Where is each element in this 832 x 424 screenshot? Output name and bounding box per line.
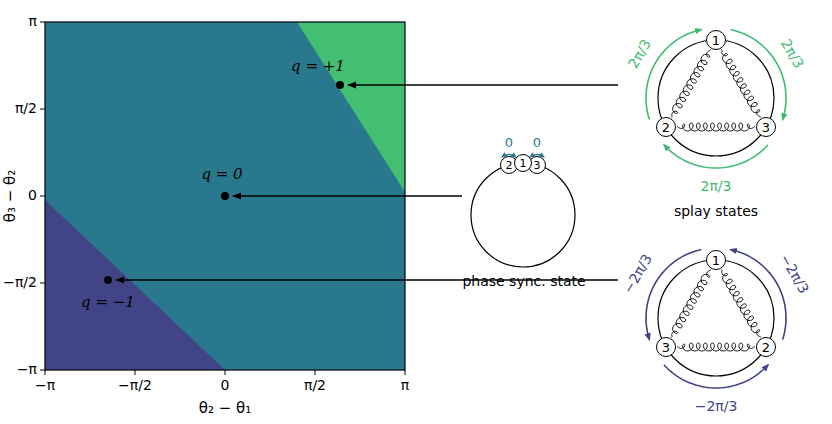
phase-label: 0 — [505, 136, 513, 150]
ring — [658, 260, 774, 376]
charge-label: q = −1 — [81, 294, 135, 311]
oscillator-node: 3 — [656, 337, 676, 357]
spring-coupling — [721, 270, 760, 338]
tick-label: π/2 — [304, 378, 326, 393]
node-number: 2 — [506, 160, 513, 171]
charge-label: q = +1 — [291, 58, 345, 75]
oscillator-node: 1 — [706, 250, 726, 270]
node-number: 3 — [662, 341, 670, 354]
spring-coupling — [677, 343, 755, 351]
pointer-arrow — [116, 85, 618, 280]
node-number: 2 — [662, 121, 670, 134]
node-number: 3 — [534, 160, 541, 171]
axis-label: θ₂ − θ₁ — [199, 400, 252, 417]
region-q-plus — [297, 22, 405, 192]
phase-arc — [664, 365, 768, 388]
state-caption: splay states — [674, 204, 758, 219]
spring-coupling — [671, 270, 710, 338]
node-number: 1 — [520, 158, 527, 169]
node-number: 2 — [762, 341, 770, 354]
axis-label: θ₃ − θ₂ — [2, 170, 19, 223]
node-number: 3 — [762, 121, 770, 134]
ring — [658, 40, 774, 156]
tick-label: 0 — [28, 188, 37, 203]
tick-label: −π — [17, 362, 37, 377]
spring-coupling — [721, 50, 760, 118]
tick-label: 0 — [221, 378, 230, 393]
phase-label: −2π/3 — [777, 252, 812, 297]
node-number: 1 — [712, 254, 720, 267]
spring-coupling — [671, 50, 710, 118]
node-number: 1 — [712, 34, 720, 47]
oscillator-node: 1 — [514, 154, 532, 172]
phase-label: 2π/3 — [778, 37, 807, 72]
phase-label: −2π/3 — [621, 252, 656, 297]
oscillator-node: 2 — [656, 117, 676, 137]
state-caption: phase sync. state — [462, 274, 585, 289]
state-point — [104, 81, 344, 284]
phase-label: 2π/3 — [701, 179, 732, 194]
oscillator-node: 3 — [756, 117, 776, 137]
ring — [471, 163, 575, 267]
spring-coupling — [677, 123, 755, 131]
tick-label: −π/2 — [118, 378, 152, 393]
tick-label: π/2 — [15, 101, 37, 116]
axis-ticks — [40, 22, 405, 375]
oscillator-node: 1 — [706, 30, 726, 50]
tick-label: −π/2 — [3, 275, 37, 290]
tick-label: −π — [35, 378, 55, 393]
region-q-minus — [45, 200, 225, 370]
tick-label: π — [29, 14, 37, 29]
tick-label: π — [401, 378, 409, 393]
charge-label: q = 0 — [201, 166, 242, 183]
oscillator-node: 2 — [756, 337, 776, 357]
phase-arc — [664, 145, 768, 168]
phase-label: 2π/3 — [626, 37, 655, 72]
phase-label: 0 — [533, 136, 541, 150]
phase-label: −2π/3 — [695, 399, 738, 414]
